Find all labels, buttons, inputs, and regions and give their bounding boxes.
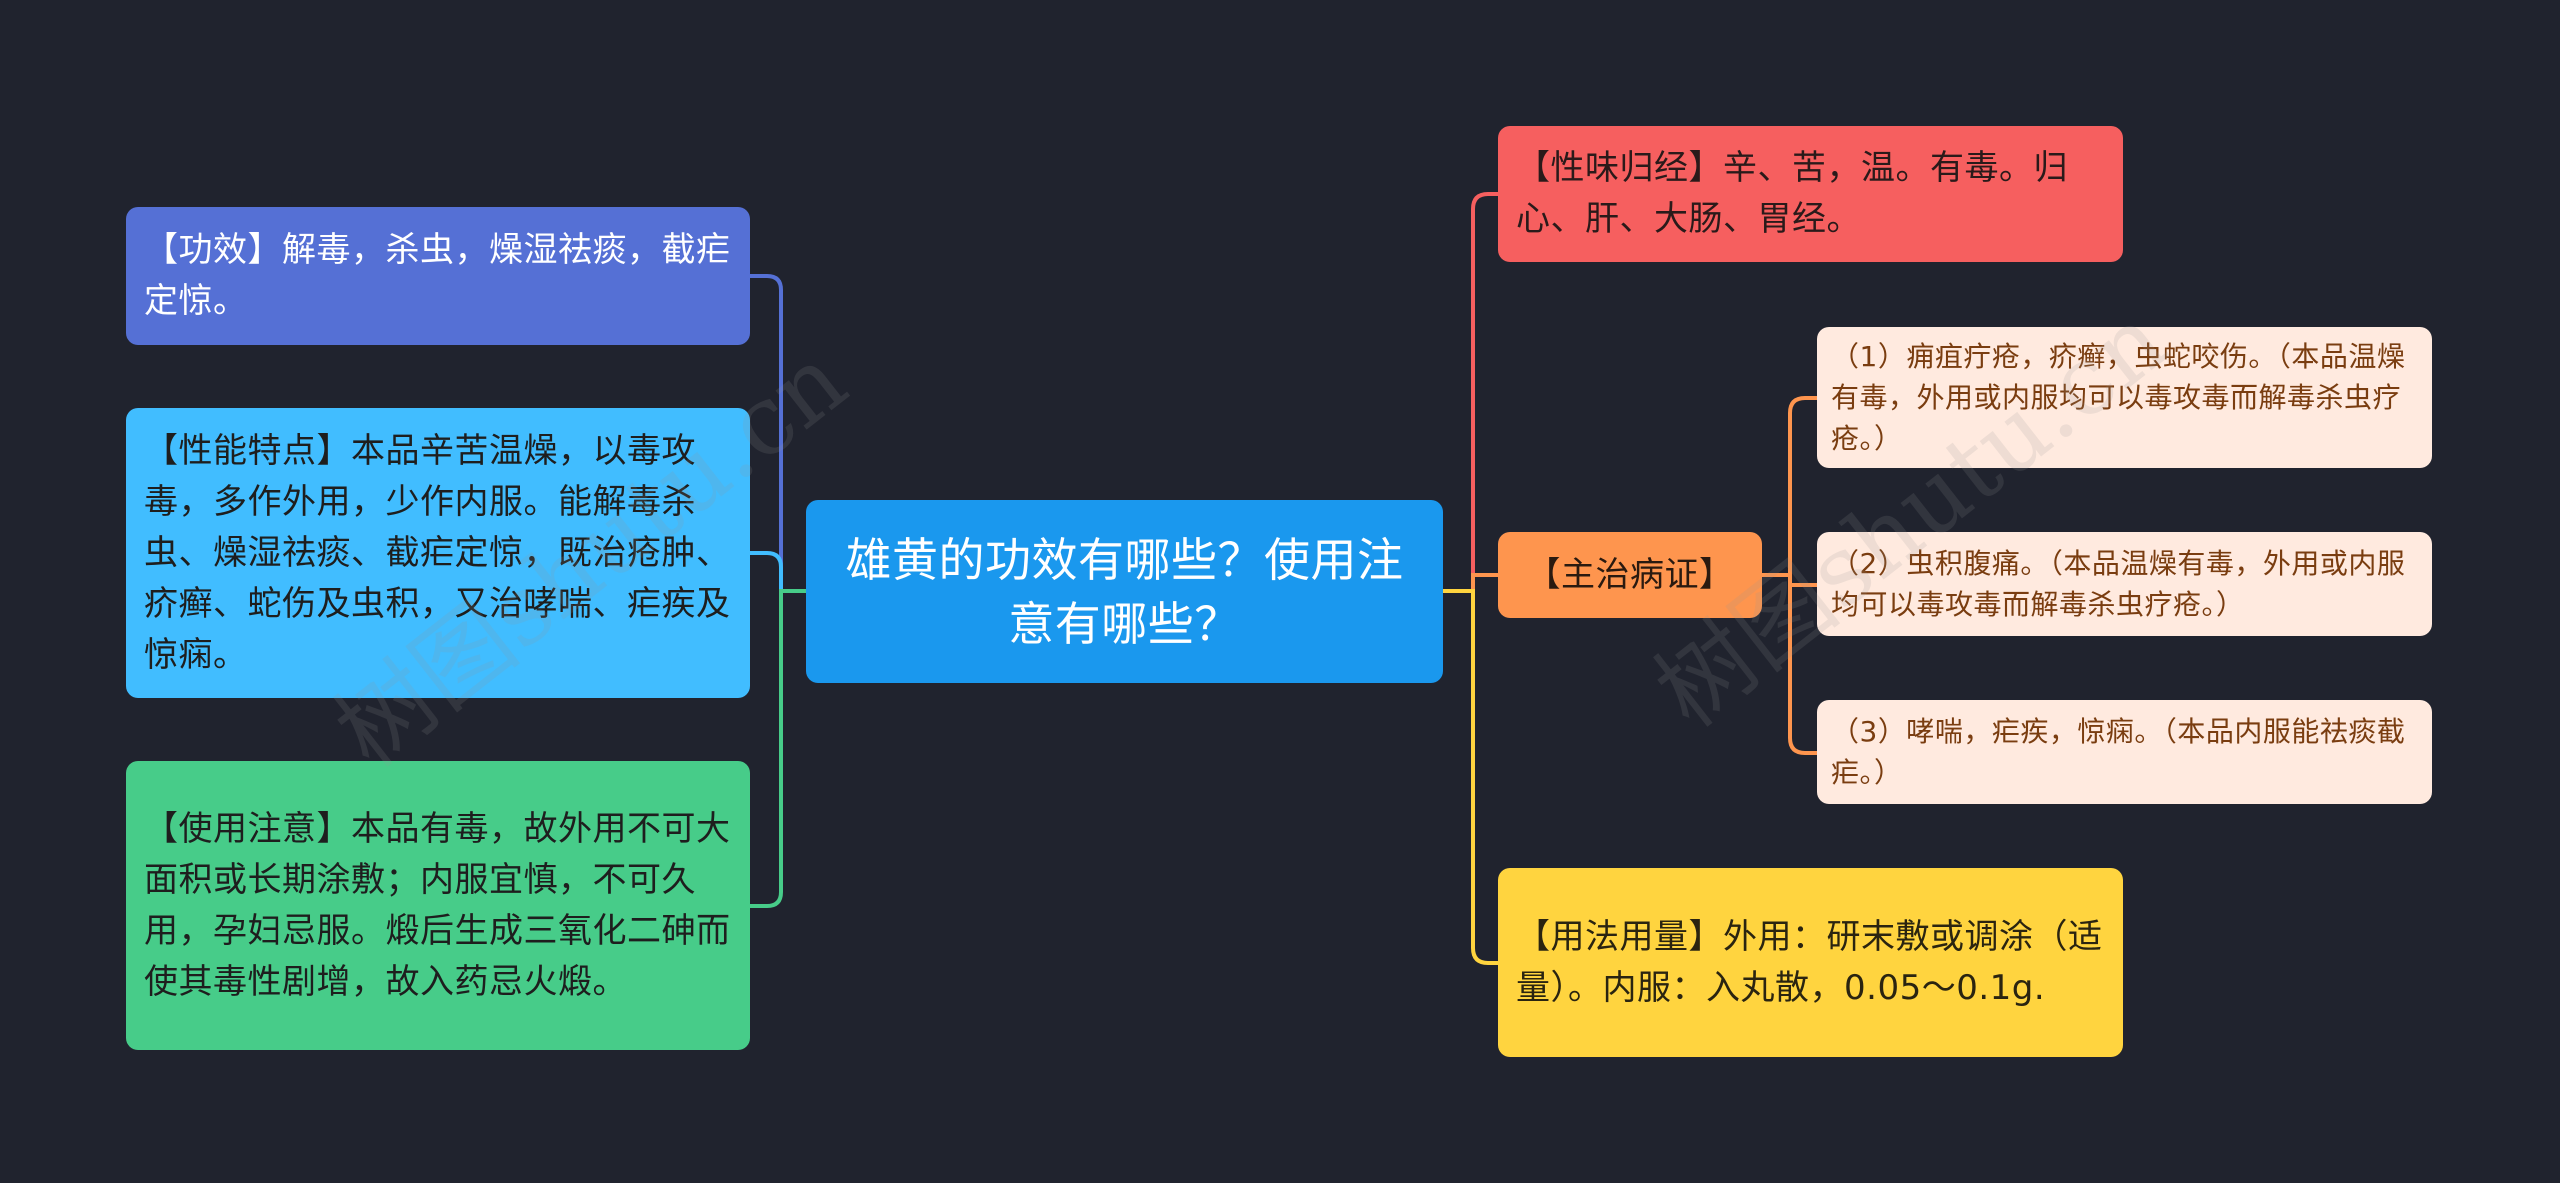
topic-label: 【性能特点】本品辛苦温燥，以毒攻毒，多作外用，少作内服。能解毒杀虫、燥湿祛痰、截… [144, 430, 731, 675]
connector-zhuzhi [1443, 573, 1498, 593]
topic-label: 【使用注意】本品有毒，故外用不可大面积或长期涂敷；内服宜慎，不可久用，孕妇忌服。… [144, 808, 731, 1002]
subtopic-zhuzhi-1[interactable]: （1）痈疽疔疮，疥癣，虫蛇咬伤。（本品温燥有毒，外用或内服均可以毒攻毒而解毒杀虫… [1817, 327, 2432, 468]
connector-yongfa [1443, 589, 1498, 965]
topic-xingneng-tedian[interactable]: 【性能特点】本品辛苦温燥，以毒攻毒，多作外用，少作内服。能解毒杀虫、燥湿祛痰、截… [126, 408, 750, 698]
subtopic-label: （2）虫积腹痛。（本品温燥有毒，外用或内服均可以毒攻毒而解毒杀虫疗疮。） [1831, 547, 2406, 621]
topic-yongfa-yongliang[interactable]: 【用法用量】外用：研末敷或调涂（适量）。内服：入丸散，0.05～0.1g. [1498, 868, 2123, 1057]
connector-shiyong [750, 589, 806, 908]
topic-shiyong-zhuyi[interactable]: 【使用注意】本品有毒，故外用不可大面积或长期涂敷；内服宜慎，不可久用，孕妇忌服。… [126, 761, 750, 1050]
subtopic-label: （1）痈疽疔疮，疥癣，虫蛇咬伤。（本品温燥有毒，外用或内服均可以毒攻毒而解毒杀虫… [1831, 340, 2406, 455]
topic-gongxiao[interactable]: 【功效】解毒，杀虫，燥湿祛痰，截疟定惊。 [126, 207, 750, 345]
connector-child-3 [1762, 573, 1817, 755]
central-topic-label: 雄黄的功效有哪些？使用注意有哪些？ [845, 532, 1404, 651]
connector-child-1 [1762, 396, 1817, 577]
connector-gongxiao [750, 274, 806, 593]
topic-xingwei-guijing[interactable]: 【性味归经】辛、苦，温。有毒。归心、肝、大肠、胃经。 [1498, 126, 2123, 262]
subtopic-zhuzhi-3[interactable]: （3）哮喘，疟疾，惊痫。（本品内服能祛痰截疟。） [1817, 700, 2432, 804]
connector-xingwei [1443, 192, 1498, 593]
topic-label: 【主治病证】 [1526, 554, 1734, 595]
connector-xingneng [750, 551, 806, 593]
subtopic-zhuzhi-2[interactable]: （2）虫积腹痛。（本品温燥有毒，外用或内服均可以毒攻毒而解毒杀虫疗疮。） [1817, 532, 2432, 636]
topic-label: 【功效】解毒，杀虫，燥湿祛痰，截疟定惊。 [144, 230, 731, 321]
subtopic-label: （3）哮喘，疟疾，惊痫。（本品内服能祛痰截疟。） [1831, 715, 2406, 789]
topic-zhuzhi-bingzheng[interactable]: 【主治病证】 [1498, 532, 1762, 618]
central-topic[interactable]: 雄黄的功效有哪些？使用注意有哪些？ [806, 500, 1443, 683]
topic-label: 【性味归经】辛、苦，温。有毒。归心、肝、大肠、胃经。 [1516, 148, 2068, 239]
topic-label: 【用法用量】外用：研末敷或调涂（适量）。内服：入丸散，0.05～0.1g. [1516, 916, 2103, 1008]
